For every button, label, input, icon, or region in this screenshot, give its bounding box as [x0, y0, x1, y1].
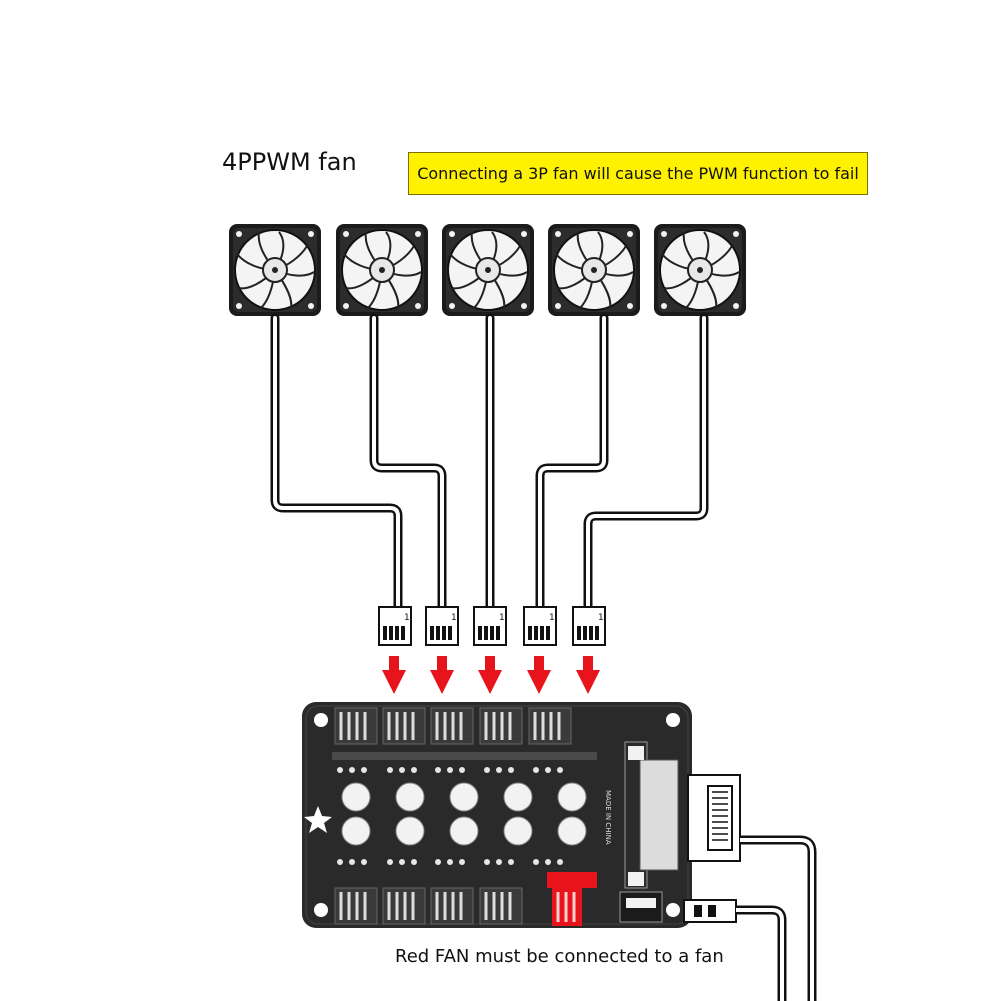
arrow-down-icon: [527, 656, 551, 694]
top-headers: [332, 707, 597, 760]
pin-marker: 1: [451, 613, 457, 623]
bottom-headers: [334, 872, 597, 926]
pin-marker: 1: [499, 613, 505, 623]
pin-marker: 1: [598, 613, 604, 623]
diagram-title: 4PPWM fan: [222, 148, 357, 176]
arrows: [382, 656, 600, 694]
arrow-down-icon: [382, 656, 406, 694]
arrow-down-icon: [430, 656, 454, 694]
star-logo-icon: [304, 806, 332, 833]
pwm-signal-cable: [683, 899, 787, 1001]
fan-icon: [335, 223, 429, 317]
fan-icon: [441, 223, 535, 317]
arrow-down-icon: [576, 656, 600, 694]
fan-cable: [369, 313, 447, 613]
warning-note-text: Connecting a 3P fan will cause the PWM f…: [417, 164, 859, 183]
fan-cable: [270, 313, 403, 613]
pin-marker: 1: [549, 613, 555, 623]
arrow-down-icon: [478, 656, 502, 694]
caption: Red FAN must be connected to a fan: [395, 946, 724, 967]
fan-icon: [228, 223, 322, 317]
capacitors: [341, 782, 587, 846]
warning-note: Connecting a 3P fan will cause the PWM f…: [408, 152, 868, 195]
pin-marker: 1: [404, 613, 410, 623]
fan-cable: [535, 313, 609, 613]
fan-icon: [653, 223, 747, 317]
sata-power-connector-icon: [639, 759, 679, 871]
fan-cables: [270, 313, 709, 613]
sata-cable: [687, 774, 817, 1001]
red-fan-header: [547, 872, 597, 888]
fan-icon: [547, 223, 641, 317]
fan-hub-board: MADE IN CHINA: [302, 702, 692, 928]
board-label: MADE IN CHINA: [604, 790, 612, 845]
